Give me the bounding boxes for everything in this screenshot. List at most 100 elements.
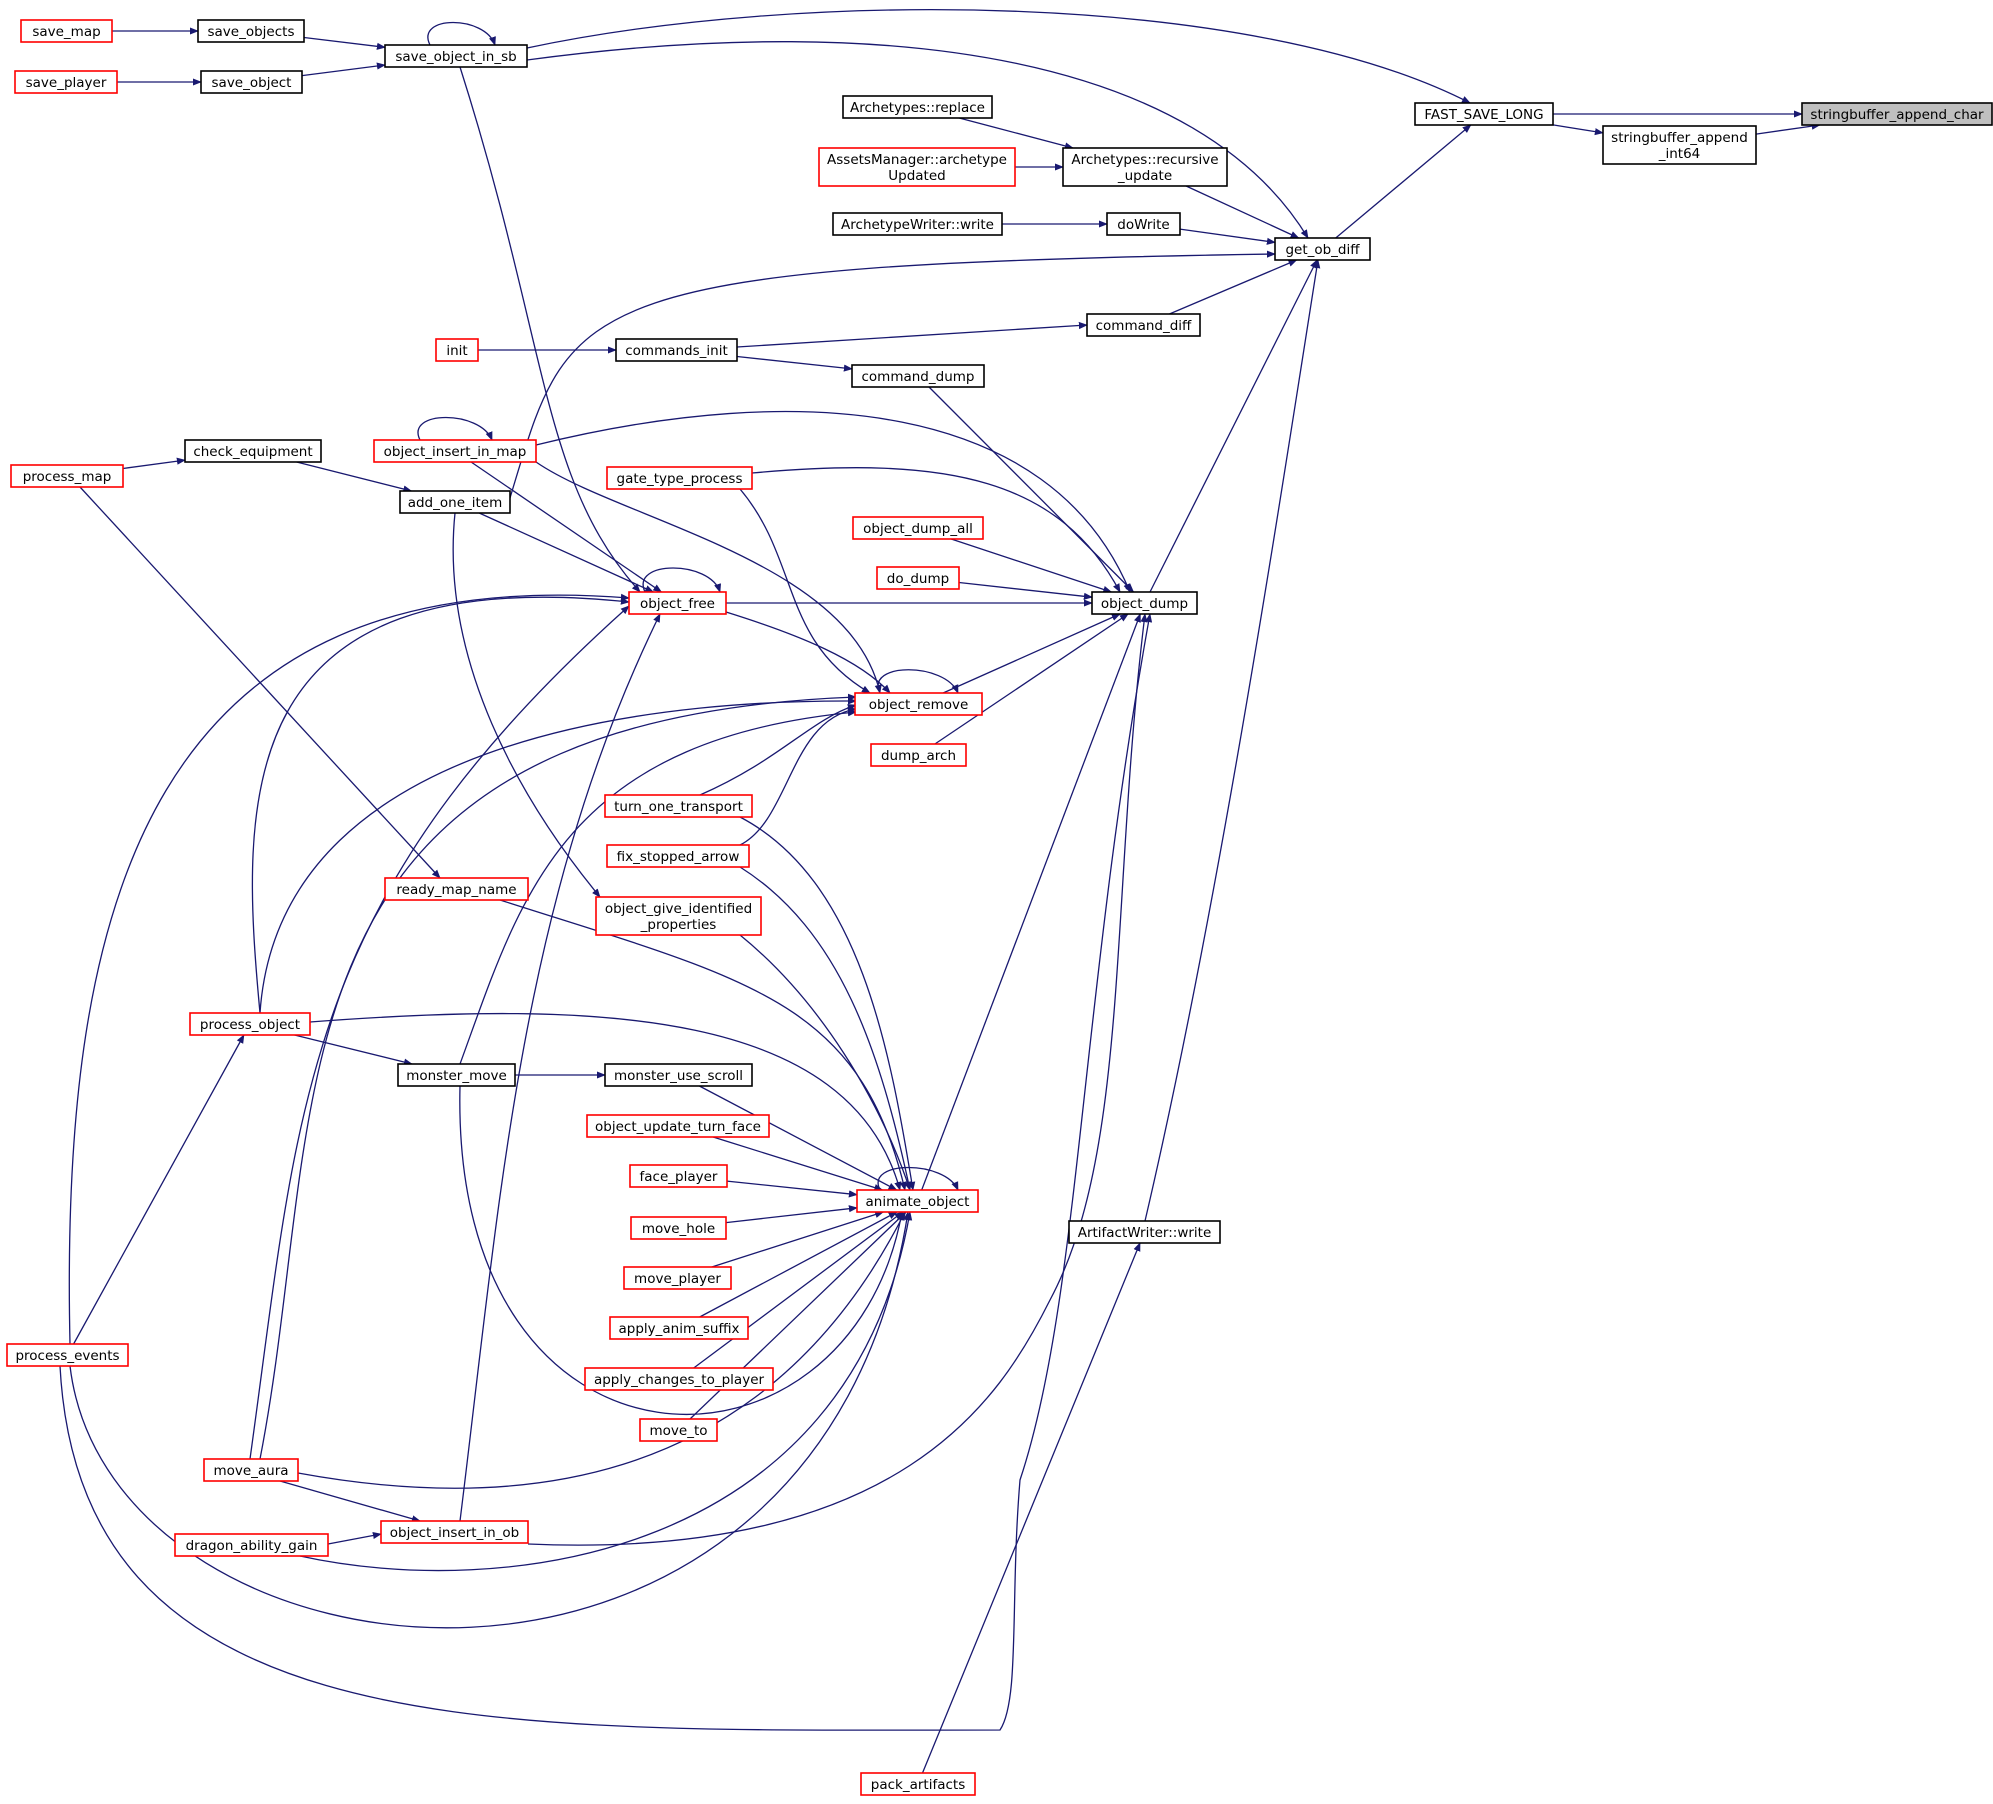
node-doWrite[interactable]: doWrite bbox=[1106, 212, 1181, 236]
node-box-pack_artifacts[interactable] bbox=[860, 1772, 976, 1796]
node-turn_one_transport[interactable]: turn_one_transport bbox=[604, 794, 753, 818]
node-box-gate_type_process[interactable] bbox=[606, 466, 753, 490]
node-object_dump[interactable]: object_dump bbox=[1091, 591, 1198, 615]
node-gate_type_process[interactable]: gate_type_process bbox=[606, 466, 753, 490]
node-ready_map_name[interactable]: ready_map_name bbox=[384, 877, 529, 901]
node-process_map[interactable]: process_map bbox=[10, 464, 124, 488]
node-box-save_object_in_sb[interactable] bbox=[384, 44, 528, 68]
node-box-Archetypes_replace[interactable] bbox=[842, 95, 993, 119]
node-box-move_player[interactable] bbox=[623, 1266, 732, 1290]
node-box-process_map[interactable] bbox=[10, 464, 124, 488]
node-save_objects[interactable]: save_objects bbox=[197, 19, 305, 43]
node-box-object_free[interactable] bbox=[628, 591, 727, 615]
node-box-animate_object[interactable] bbox=[856, 1189, 979, 1213]
node-box-turn_one_transport[interactable] bbox=[604, 794, 753, 818]
node-move_hole[interactable]: move_hole bbox=[630, 1216, 727, 1240]
node-box-object_dump[interactable] bbox=[1091, 591, 1198, 615]
node-ArchetypeWriter_write[interactable]: ArchetypeWriter::write bbox=[832, 212, 1003, 236]
node-box-save_objects[interactable] bbox=[197, 19, 305, 43]
node-box-AssetsManager_archetypeUpdated[interactable] bbox=[818, 147, 1016, 187]
node-commands_init[interactable]: commands_init bbox=[615, 338, 738, 362]
node-fix_stopped_arrow[interactable]: fix_stopped_arrow bbox=[606, 844, 750, 868]
node-box-apply_changes_to_player[interactable] bbox=[584, 1367, 774, 1391]
node-get_ob_diff[interactable]: get_ob_diff bbox=[1274, 237, 1371, 261]
node-box-save_player[interactable] bbox=[14, 70, 118, 94]
node-save_object_in_sb[interactable]: save_object_in_sb bbox=[384, 44, 528, 68]
node-box-object_insert_in_map[interactable] bbox=[373, 439, 537, 463]
node-box-object_give_identified_properties[interactable] bbox=[595, 896, 762, 936]
node-add_one_item[interactable]: add_one_item bbox=[399, 490, 511, 514]
node-box-command_dump[interactable] bbox=[851, 364, 985, 388]
node-ArtifactWriter_write[interactable]: ArtifactWriter::write bbox=[1068, 1220, 1221, 1244]
node-check_equipment[interactable]: check_equipment bbox=[184, 439, 322, 463]
node-box-doWrite[interactable] bbox=[1106, 212, 1181, 236]
node-apply_changes_to_player[interactable]: apply_changes_to_player bbox=[584, 1367, 774, 1391]
node-save_player[interactable]: save_player bbox=[14, 70, 118, 94]
node-Archetypes_recursive_update[interactable]: Archetypes::recursive_update bbox=[1062, 147, 1228, 187]
node-box-stringbuffer_append_int64[interactable] bbox=[1602, 125, 1757, 165]
node-box-move_to[interactable] bbox=[639, 1418, 718, 1442]
node-box-fix_stopped_arrow[interactable] bbox=[606, 844, 750, 868]
node-box-face_player[interactable] bbox=[629, 1164, 728, 1188]
node-box-monster_move[interactable] bbox=[397, 1063, 516, 1087]
node-box-process_events[interactable] bbox=[6, 1343, 129, 1367]
node-process_object[interactable]: process_object bbox=[189, 1012, 311, 1036]
node-save_object[interactable]: save_object bbox=[200, 70, 303, 94]
node-move_player[interactable]: move_player bbox=[623, 1266, 732, 1290]
node-box-commands_init[interactable] bbox=[615, 338, 738, 362]
node-object_give_identified_properties[interactable]: object_give_identified_properties bbox=[595, 896, 762, 936]
node-monster_move[interactable]: monster_move bbox=[397, 1063, 516, 1087]
node-box-ArtifactWriter_write[interactable] bbox=[1068, 1220, 1221, 1244]
node-box-save_object[interactable] bbox=[200, 70, 303, 94]
node-dragon_ability_gain[interactable]: dragon_ability_gain bbox=[174, 1533, 329, 1557]
node-stringbuffer_append_char[interactable]: stringbuffer_append_char bbox=[1801, 102, 1993, 126]
node-box-ArchetypeWriter_write[interactable] bbox=[832, 212, 1003, 236]
node-box-apply_anim_suffix[interactable] bbox=[609, 1316, 749, 1340]
node-stringbuffer_append_int64[interactable]: stringbuffer_append_int64 bbox=[1602, 125, 1757, 165]
node-object_update_turn_face[interactable]: object_update_turn_face bbox=[586, 1114, 770, 1138]
node-box-stringbuffer_append_char[interactable] bbox=[1801, 102, 1993, 126]
node-process_events[interactable]: process_events bbox=[6, 1343, 129, 1367]
node-move_aura[interactable]: move_aura bbox=[203, 1458, 299, 1482]
node-command_diff[interactable]: command_diff bbox=[1086, 313, 1201, 337]
node-box-init[interactable] bbox=[435, 338, 479, 362]
node-box-move_hole[interactable] bbox=[630, 1216, 727, 1240]
node-box-Archetypes_recursive_update[interactable] bbox=[1062, 147, 1228, 187]
node-box-dragon_ability_gain[interactable] bbox=[174, 1533, 329, 1557]
node-save_map[interactable]: save_map bbox=[20, 19, 113, 43]
node-object_insert_in_map[interactable]: object_insert_in_map bbox=[373, 439, 537, 463]
node-box-object_insert_in_ob[interactable] bbox=[380, 1520, 529, 1544]
node-move_to[interactable]: move_to bbox=[639, 1418, 718, 1442]
node-box-command_diff[interactable] bbox=[1086, 313, 1201, 337]
node-pack_artifacts[interactable]: pack_artifacts bbox=[860, 1772, 976, 1796]
node-box-object_remove[interactable] bbox=[854, 692, 983, 716]
node-object_dump_all[interactable]: object_dump_all bbox=[852, 516, 984, 540]
node-object_insert_in_ob[interactable]: object_insert_in_ob bbox=[380, 1520, 529, 1544]
node-object_free[interactable]: object_free bbox=[628, 591, 727, 615]
node-apply_anim_suffix[interactable]: apply_anim_suffix bbox=[609, 1316, 749, 1340]
node-box-process_object[interactable] bbox=[189, 1012, 311, 1036]
node-box-object_dump_all[interactable] bbox=[852, 516, 984, 540]
node-box-object_update_turn_face[interactable] bbox=[586, 1114, 770, 1138]
node-init[interactable]: init bbox=[435, 338, 479, 362]
node-dump_arch[interactable]: dump_arch bbox=[870, 743, 967, 767]
node-Archetypes_replace[interactable]: Archetypes::replace bbox=[842, 95, 993, 119]
node-do_dump[interactable]: do_dump bbox=[876, 566, 960, 590]
node-command_dump[interactable]: command_dump bbox=[851, 364, 985, 388]
node-monster_use_scroll[interactable]: monster_use_scroll bbox=[604, 1063, 753, 1087]
node-box-get_ob_diff[interactable] bbox=[1274, 237, 1371, 261]
node-face_player[interactable]: face_player bbox=[629, 1164, 728, 1188]
node-box-do_dump[interactable] bbox=[876, 566, 960, 590]
node-box-add_one_item[interactable] bbox=[399, 490, 511, 514]
node-object_remove[interactable]: object_remove bbox=[854, 692, 983, 716]
node-FAST_SAVE_LONG[interactable]: FAST_SAVE_LONG bbox=[1414, 102, 1554, 126]
node-box-FAST_SAVE_LONG[interactable] bbox=[1414, 102, 1554, 126]
node-box-move_aura[interactable] bbox=[203, 1458, 299, 1482]
node-box-check_equipment[interactable] bbox=[184, 439, 322, 463]
node-box-monster_use_scroll[interactable] bbox=[604, 1063, 753, 1087]
node-box-save_map[interactable] bbox=[20, 19, 113, 43]
node-animate_object[interactable]: animate_object bbox=[856, 1189, 979, 1213]
node-box-ready_map_name[interactable] bbox=[384, 877, 529, 901]
node-box-dump_arch[interactable] bbox=[870, 743, 967, 767]
